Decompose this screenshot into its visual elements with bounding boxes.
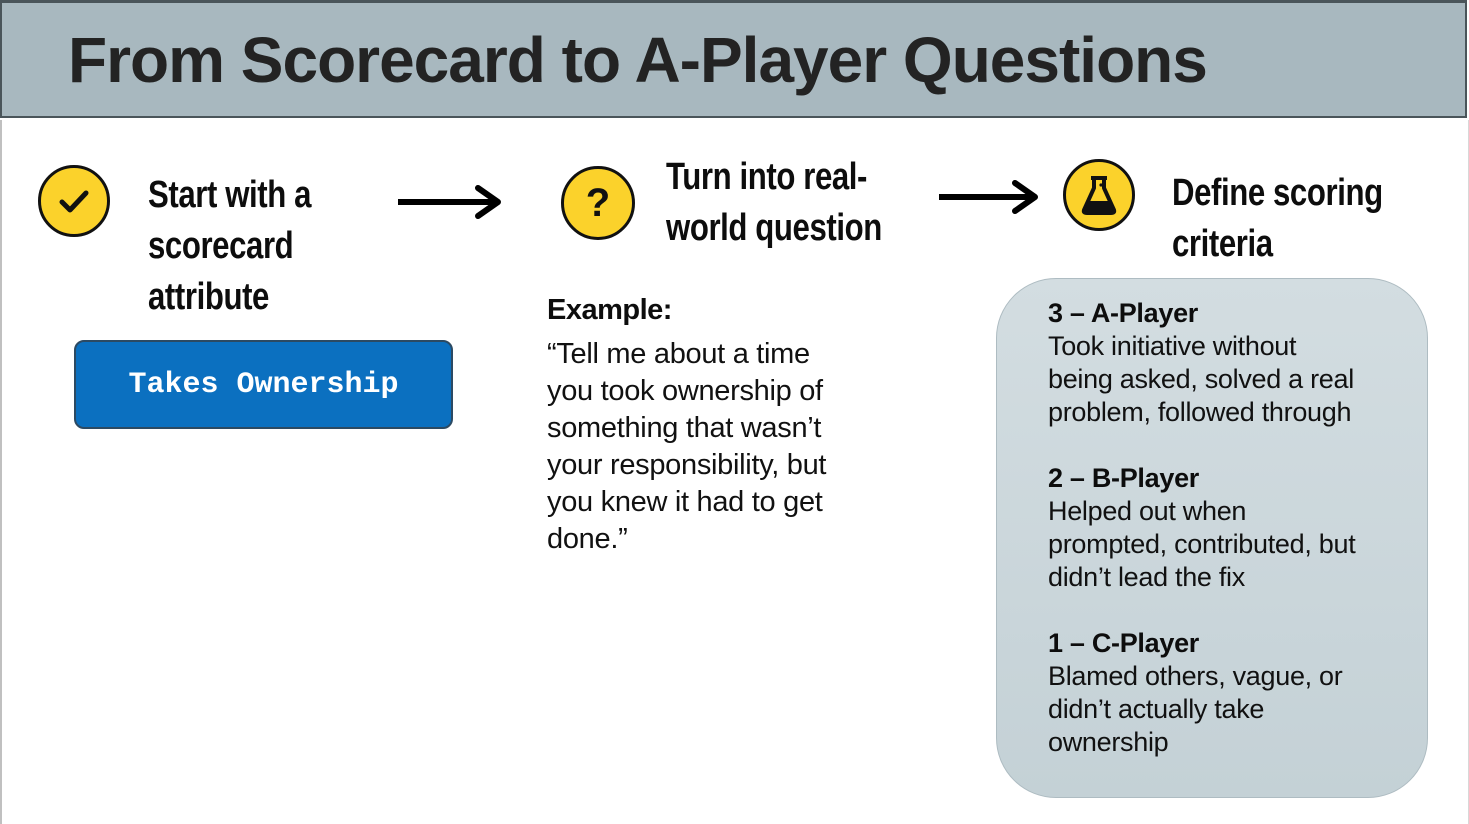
page-title: From Scorecard to A-Player Questions [68,24,1208,96]
question-mark-icon: ? [561,166,635,240]
question-glyph: ? [585,181,611,225]
example-label: Example: [547,294,672,326]
step-1-title-line-3: attribute [148,276,269,318]
criteria-b-player: 2 – B-Player Helped out when prompted, c… [1048,462,1418,594]
criteria-heading: 2 – B-Player [1048,463,1199,493]
step-3-title-line-2: criteria [1172,223,1273,265]
arrow-right-icon [398,185,501,219]
criteria-description: Helped out when prompted, contributed, b… [1048,496,1356,592]
step-2-title-line-2: world question [666,207,882,249]
criteria-a-player: 3 – A-Player Took initiative without bei… [1048,297,1418,429]
step-2-title: Turn into real- world question [666,152,882,254]
criteria-c-player: 1 – C-Player Blamed others, vague, or di… [1048,627,1418,759]
flask-icon [1063,159,1135,231]
example-question: “Tell me about a time you took ownership… [547,338,827,555]
arrow-right-icon [939,180,1038,214]
criteria-description: Took initiative without being asked, sol… [1048,331,1354,427]
criteria-heading: 1 – C-Player [1048,628,1199,658]
takes-ownership-attribute[interactable]: Takes Ownership [74,340,453,429]
criteria-heading: 3 – A-Player [1048,298,1198,328]
scoring-criteria-panel [996,278,1428,798]
step-1-title-line-2: scorecard [148,225,294,267]
criteria-description: Blamed others, vague, or didn’t actually… [1048,661,1343,757]
check-icon [38,165,110,237]
flask-glyph [1081,176,1117,215]
step-3-title-line-1: Define scoring [1172,172,1383,214]
title-banner: From Scorecard to A-Player Questions [0,0,1467,118]
check-glyph [59,190,89,213]
step-3-title: Define scoring criteria [1172,168,1383,270]
step-2-title-line-1: Turn into real- [666,156,868,198]
step-1-title: Start with a scorecard attribute [148,170,311,323]
step-1-title-line-1: Start with a [148,174,312,216]
left-border [0,120,2,824]
